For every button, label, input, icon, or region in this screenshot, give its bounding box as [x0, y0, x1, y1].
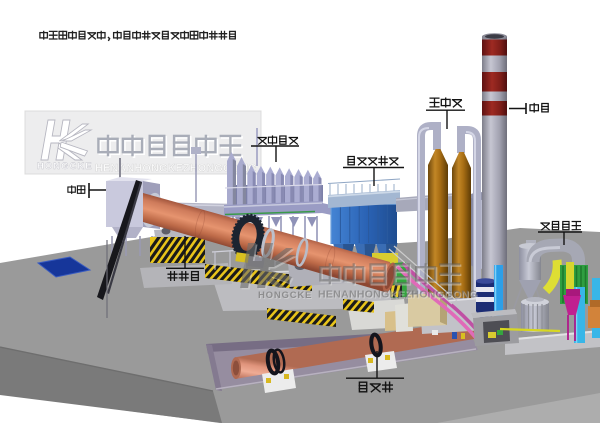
svg-text:HENANHONGKEZHONGGONG: HENANHONGKEZHONGGONG: [318, 289, 477, 301]
svg-text:HONGCKE: HONGCKE: [258, 290, 312, 301]
svg-text:HONGCKE: HONGCKE: [37, 161, 93, 172]
svg-text:HENANHONGKEZHONGGONG: HENANHONGKEZHONGGONG: [95, 163, 257, 175]
svg-text:HONGCKE: HONGCKE: [259, 291, 313, 302]
svg-text:HENANHONGKEZHONGGONG: HENANHONGKEZHONGGONG: [319, 290, 478, 302]
